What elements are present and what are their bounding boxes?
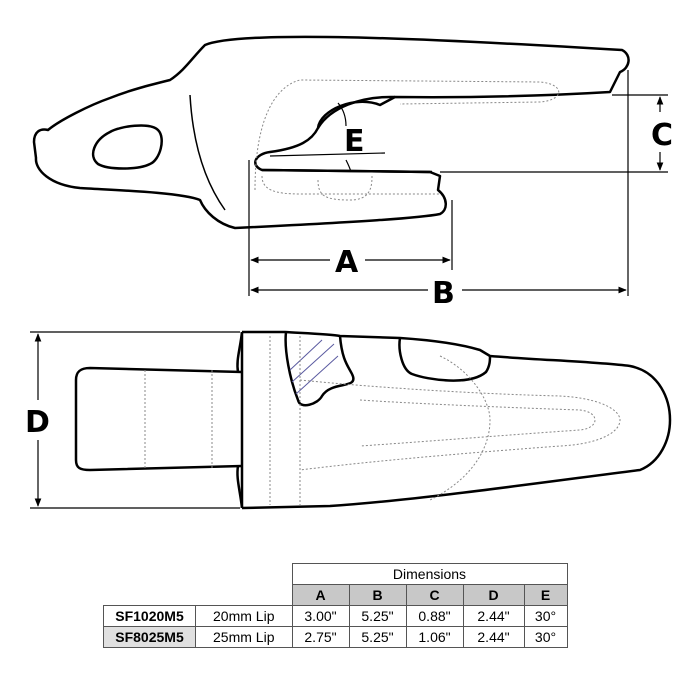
dim-a (248, 160, 453, 296)
col-header-a: A (291, 584, 350, 606)
technical-drawing: E C A B (25, 35, 673, 510)
value-e: 30° (523, 626, 568, 648)
value-a: 2.75" (291, 626, 350, 648)
dim-d (30, 331, 240, 509)
table-row: SF1020M5 20mm Lip 3.00" 5.25" 0.88" 2.44… (103, 605, 568, 627)
dimensions-table: Dimensions A B C D E SF1020M5 20mm Lip 3… (103, 563, 568, 648)
part-number: SF8025M5 (103, 626, 196, 648)
col-header-b: B (348, 584, 407, 606)
value-c: 0.88" (405, 605, 464, 627)
dim-b (250, 70, 629, 296)
dim-label-e: E (344, 124, 365, 159)
upper-prong-edge (316, 95, 396, 129)
dim-label-a: A (335, 245, 359, 280)
dim-label-b: B (432, 276, 455, 311)
dim-label-d: D (25, 405, 50, 440)
value-b: 5.25" (348, 626, 407, 648)
cutout-2 (398, 337, 492, 382)
angle-e-indicator (269, 102, 386, 173)
side-view-outline (32, 35, 630, 230)
hatching (289, 339, 339, 395)
side-view (32, 35, 630, 230)
pin-slot (91, 124, 163, 170)
value-d: 2.44" (462, 605, 525, 627)
value-e: 30° (523, 605, 568, 627)
col-header-d: D (462, 584, 525, 606)
lip-size: 20mm Lip (195, 605, 293, 627)
value-a: 3.00" (291, 605, 350, 627)
value-c: 1.06" (405, 626, 464, 648)
col-header-e: E (523, 584, 568, 606)
value-d: 2.44" (462, 626, 525, 648)
table-row: SF8025M5 25mm Lip 2.75" 5.25" 1.06" 2.44… (103, 626, 568, 648)
table-title: Dimensions (291, 563, 568, 585)
top-view-hidden-lines (144, 336, 621, 505)
value-b: 5.25" (348, 605, 407, 627)
body-outline (241, 330, 672, 510)
lower-prong-edge (261, 168, 433, 174)
body-line (189, 94, 226, 211)
col-header-c: C (405, 584, 464, 606)
dim-c (440, 94, 668, 173)
cutout-1 (284, 331, 355, 407)
part-number: SF1020M5 (103, 605, 196, 627)
top-view (74, 330, 672, 510)
side-view-hidden-lines (254, 79, 560, 201)
shank-outline (74, 366, 243, 472)
dim-label-c: C (651, 118, 673, 153)
lip-size: 25mm Lip (195, 626, 293, 648)
